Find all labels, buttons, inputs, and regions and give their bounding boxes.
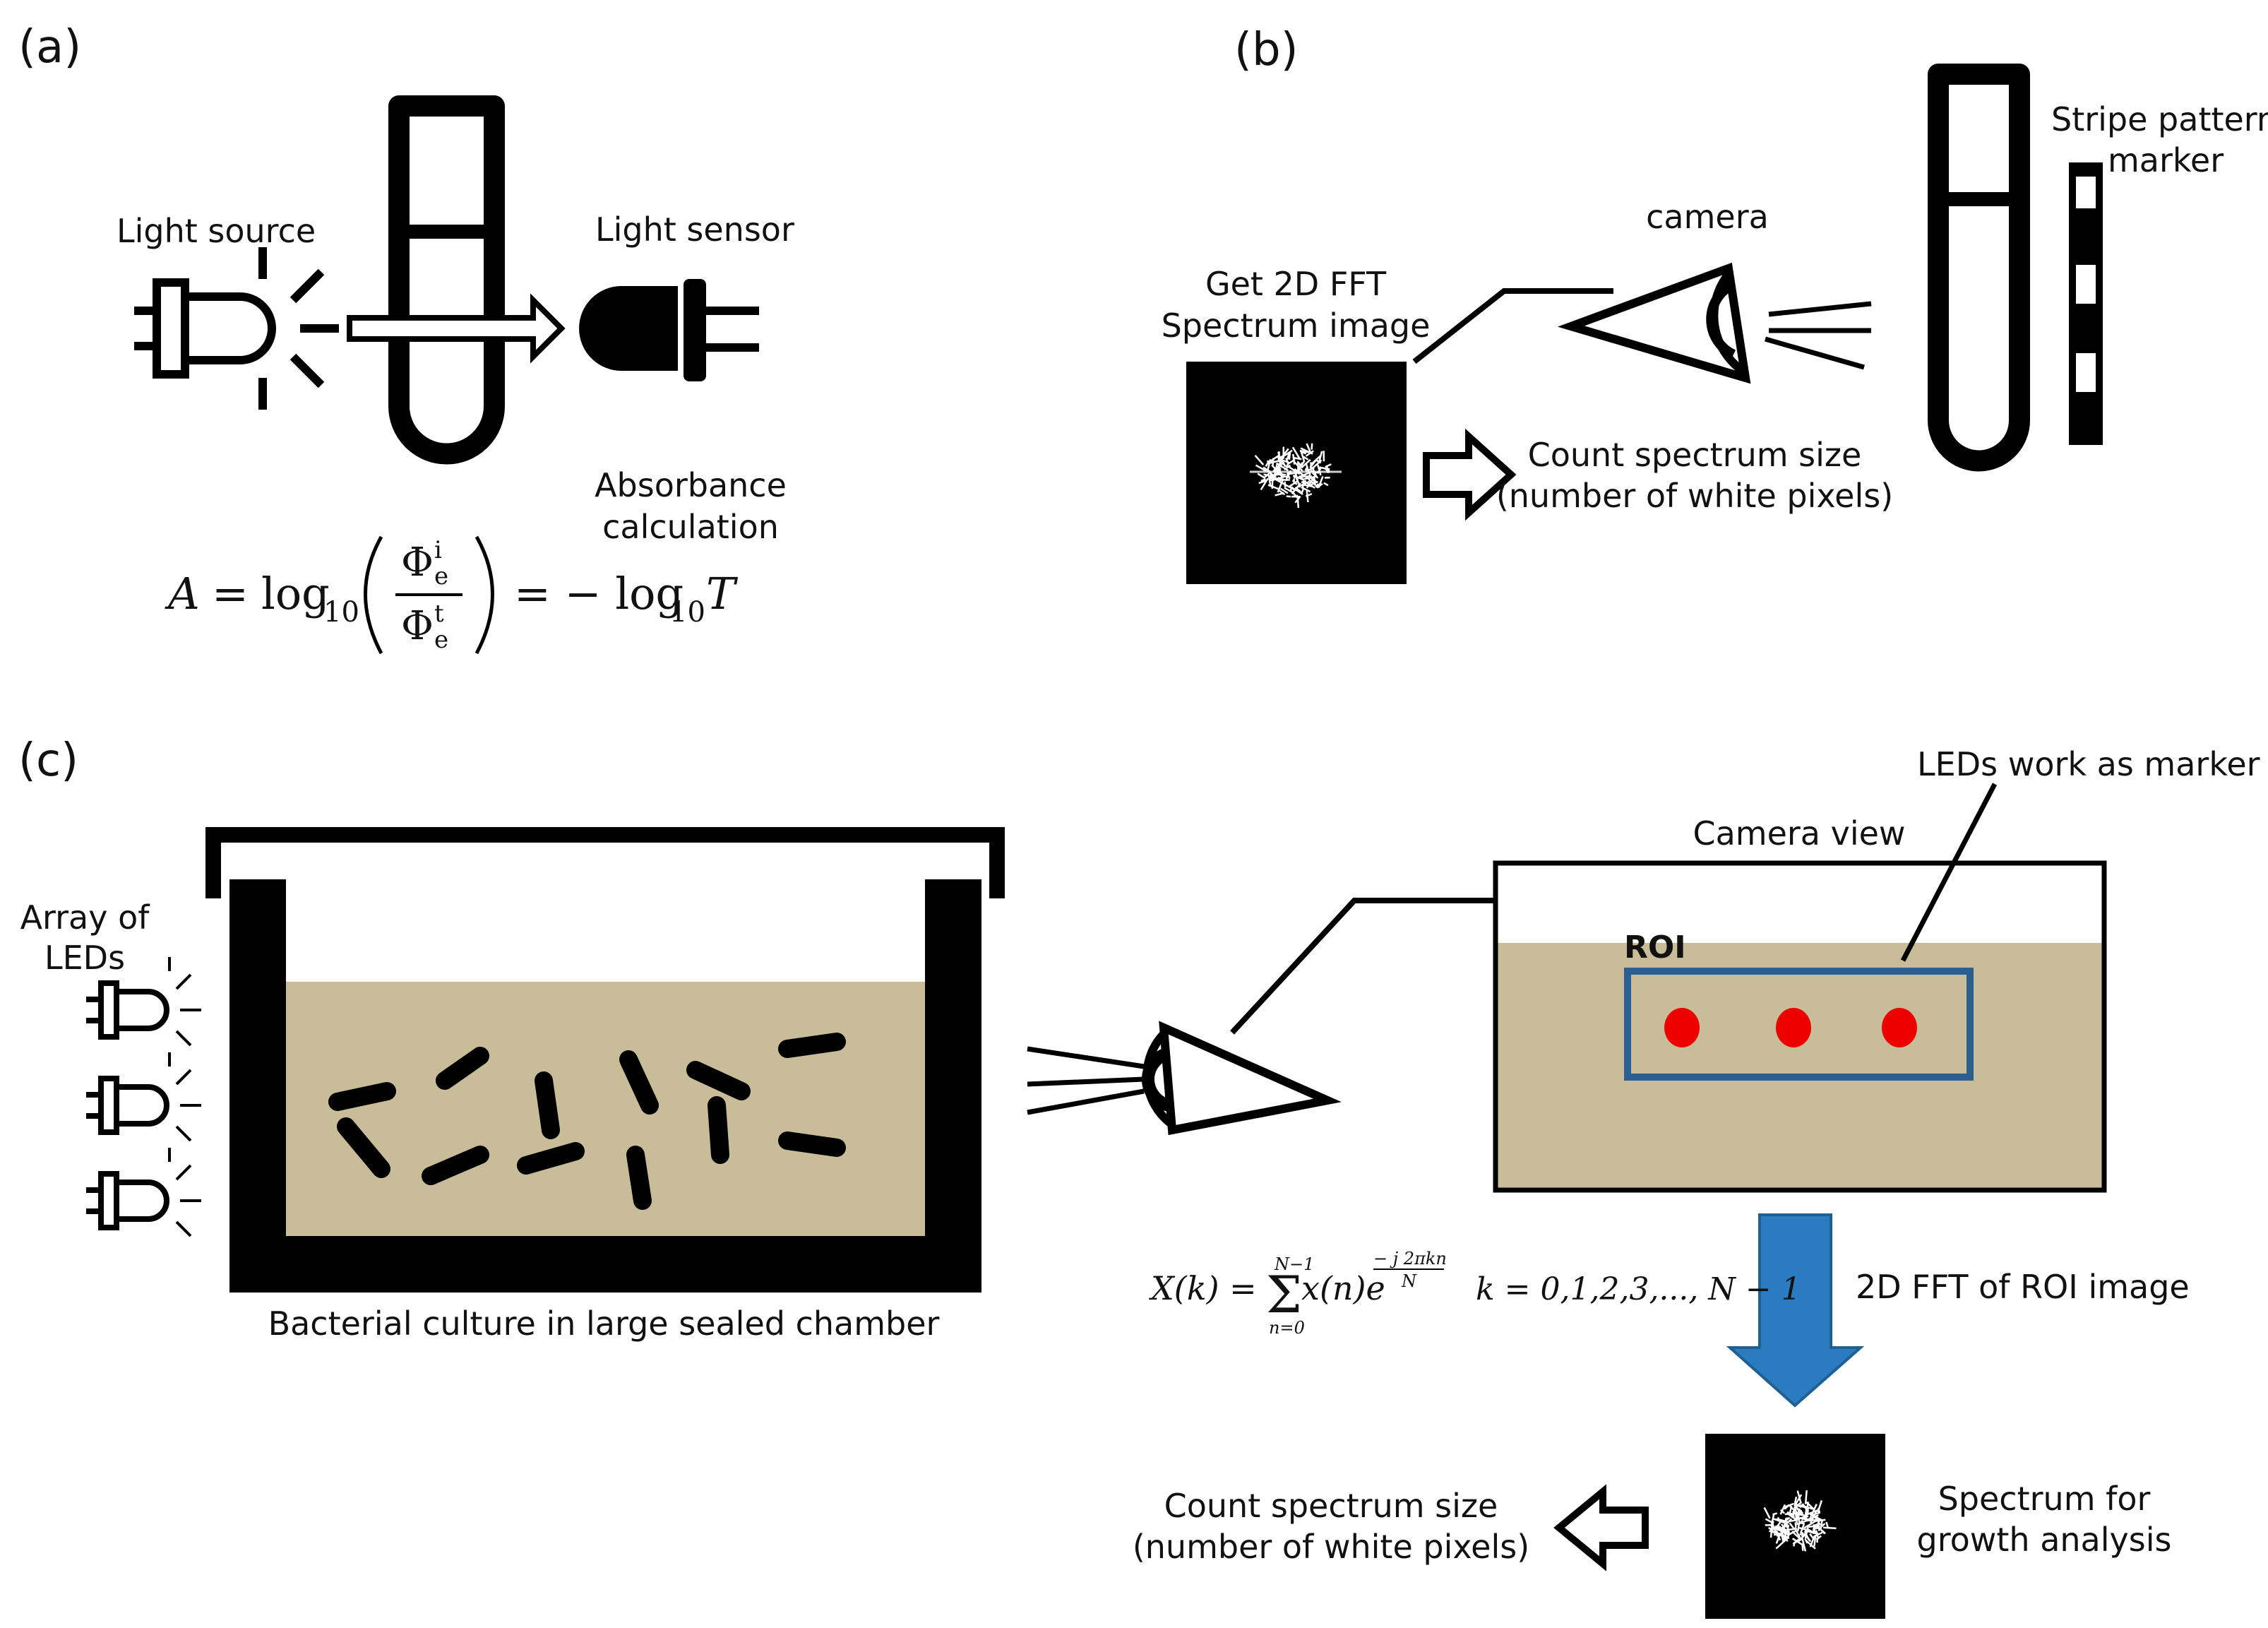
absorbance-label-2: calculation [602,508,779,546]
light-sensor-icon [579,279,759,381]
count-size-label-1: Count spectrum size [1528,436,1862,474]
culture-label: Bacterial culture in large sealed chambe… [268,1305,940,1343]
panel-b: (b) Get 2D FFT Spectrum image camera [1162,24,2268,584]
dft-formula: X(k) = N−1 Σ n=0 x(n)e − j 2πkn N k = 0,… [1149,1249,1801,1338]
led-icon [86,1052,201,1141]
absorbance-label-1: Absorbance [595,466,787,504]
bacterium-rod-icon [338,1091,387,1102]
formula-phi-denominator: Φ [401,603,434,649]
camera-eye-icon [1571,268,1871,378]
panel-a-label: (a) [18,21,81,73]
count-size-label-2: (number of white pixels) [1133,1528,1529,1566]
blue-down-arrow-icon [1730,1215,1861,1406]
spectrum-label-1: Spectrum for [1938,1480,2151,1518]
stripe-marker-label-2: marker [2108,141,2224,179]
left-paren-icon [366,537,382,653]
right-paren-icon [477,537,493,653]
hollow-arrow-left-icon [1559,1492,1645,1564]
formula-subscript-e-bottom: e [434,626,448,654]
dft-range: k = 0,1,2,3,..., N − 1 [1476,1271,1801,1307]
formula-phi-numerator: Φ [401,540,434,586]
red-led-marker [1776,1008,1811,1047]
stripe-marker-label-1: Stripe pattern [2051,100,2268,138]
formula-a-symbol: A [165,568,200,619]
roi-label: ROI [1624,929,1686,965]
light-source-label: Light source [117,212,316,250]
leds-marker-label: LEDs work as marker [1917,745,2260,783]
bacterium-rod-icon [787,1042,837,1049]
connector-line [1232,901,1493,1033]
absorbance-formula: A = log 10 Φ i e Φ t e = − log 10 T [165,536,739,654]
formula-superscript-i: i [434,536,442,564]
leds-marker-pointer-line [1903,784,1995,961]
get-fft-label-1: Get 2D FFT [1205,265,1387,303]
formula-rhs: = − log [514,568,684,619]
panel-b-label: (b) [1234,24,1299,76]
sealed-chamber [229,879,981,1293]
light-sensor-label: Light sensor [595,210,794,249]
dft-lhs: X(k) = [1149,1269,1257,1307]
fft-spectrum-image [1186,362,1407,584]
bacterium-rod-icon [717,1105,720,1155]
red-led-marker [1882,1008,1917,1047]
panel-c-label: (c) [18,735,78,787]
panel-a: (a) Light source Light senso [18,21,794,654]
led-array [86,957,201,1236]
led-array-label-2: LEDs [44,939,125,977]
fft-spectrum-image [1705,1434,1885,1619]
bacterium-rod-icon [635,1155,643,1201]
camera-view-culture [1496,943,2104,1190]
dft-term: x(n)e [1301,1269,1385,1307]
dft-exp-den: N [1401,1271,1417,1291]
formula-T: T [706,568,739,619]
camera-label: camera [1646,198,1769,236]
dft-lower: n=0 [1269,1318,1305,1338]
formula-a-equals: = [212,568,249,619]
red-led-marker [1664,1008,1700,1047]
chamber-lid [213,835,997,898]
camera-view-label: Camera view [1693,814,1905,852]
count-size-label-2: (number of white pixels) [1496,477,1893,515]
test-tube-icon [1938,74,2019,461]
panel-c: (c) Array of LEDs Bacterial culture in l… [18,735,2260,1619]
bacterium-rod-icon [544,1081,551,1130]
culture-medium [286,982,925,1236]
stripe-pattern-marker-icon [2069,162,2103,445]
fft-roi-label: 2D FFT of ROI image [1856,1268,2190,1306]
led-icon [86,1148,201,1236]
formula-rhs-sub10: 10 [669,596,705,629]
bacterium-rod-icon [787,1141,837,1148]
formula-a-log: log [261,568,330,619]
camera-eye-icon [1027,1028,1327,1130]
light-source-led-icon [134,247,339,410]
spectrum-label-2: growth analysis [1917,1521,2172,1559]
get-fft-label-2: Spectrum image [1162,307,1431,345]
dft-sum: Σ [1266,1265,1302,1324]
formula-subscript-e-top: e [434,562,448,590]
formula-superscript-t: t [434,600,444,628]
test-tube-icon [399,106,494,454]
count-size-label-1: Count spectrum size [1164,1487,1498,1525]
led-array-label-1: Array of [20,898,151,937]
formula-a-sub10: 10 [323,596,359,629]
dft-exponent: − j 2πkn [1373,1249,1447,1268]
